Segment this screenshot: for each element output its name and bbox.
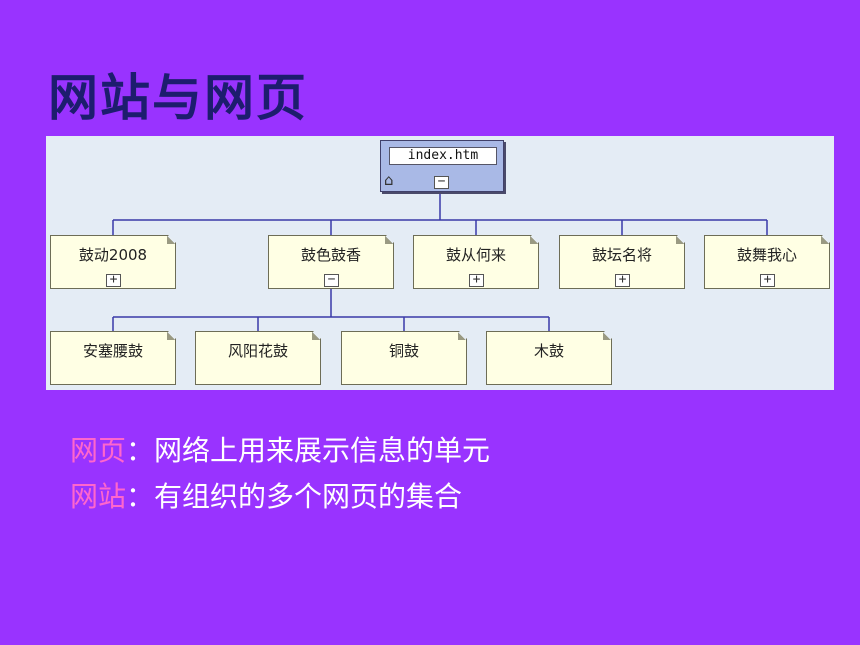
page-label: 铜鼓 xyxy=(388,342,419,360)
page-fold xyxy=(676,236,684,244)
separator: ： xyxy=(126,434,155,467)
term: 网站 xyxy=(70,480,127,513)
page-label: 鼓舞我心 xyxy=(736,246,797,264)
page-fold xyxy=(821,236,829,244)
expand-toggle[interactable]: + xyxy=(760,274,775,287)
home-icon: ⌂ xyxy=(384,171,394,189)
separator: ： xyxy=(126,480,155,513)
page-node[interactable]: 鼓坛名将 + xyxy=(559,235,685,289)
site-structure-diagram: index.htm ⌂ − 鼓动2008 + 鼓色鼓香 − 鼓从何来 + 鼓坛名… xyxy=(46,136,834,390)
page-label: 鼓动2008 xyxy=(78,246,148,264)
page-fold xyxy=(385,236,393,244)
definition-text: 网络上用来展示信息的单元 xyxy=(154,434,491,467)
page-node[interactable]: 鼓动2008 + xyxy=(50,235,176,289)
page-label: 鼓色鼓香 xyxy=(300,246,361,264)
definitions: 网页：网络上用来展示信息的单元 网站：有组织的多个网页的集合 xyxy=(70,428,490,520)
collapse-toggle[interactable]: − xyxy=(324,274,339,287)
definition-text: 有组织的多个网页的集合 xyxy=(154,480,463,513)
page-node[interactable]: 安塞腰鼓 xyxy=(50,331,176,385)
root-filename: index.htm xyxy=(389,147,497,165)
page-label: 风阳花鼓 xyxy=(227,342,288,360)
page-label: 鼓坛名将 xyxy=(591,246,652,264)
page-fold xyxy=(167,236,175,244)
collapse-toggle[interactable]: − xyxy=(434,175,449,189)
page-fold xyxy=(312,332,320,340)
page-fold xyxy=(530,236,538,244)
page-node[interactable]: 鼓色鼓香 − xyxy=(268,235,394,289)
term: 网页 xyxy=(70,434,127,467)
page-node[interactable]: 鼓从何来 + xyxy=(413,235,539,289)
page-node[interactable]: 铜鼓 xyxy=(341,331,467,385)
page-node[interactable]: 风阳花鼓 xyxy=(195,331,321,385)
definition-webpage: 网页：网络上用来展示信息的单元 xyxy=(70,428,490,474)
page-label: 木鼓 xyxy=(533,342,564,360)
page-node[interactable]: 木鼓 xyxy=(486,331,612,385)
root-page-node[interactable]: index.htm ⌂ − xyxy=(380,140,504,192)
page-fold xyxy=(603,332,611,340)
definition-website: 网站：有组织的多个网页的集合 xyxy=(70,474,490,520)
connector-lines xyxy=(112,193,768,331)
page-label: 安塞腰鼓 xyxy=(82,342,143,360)
page-label: 鼓从何来 xyxy=(445,246,506,264)
page-fold xyxy=(167,332,175,340)
expand-toggle[interactable]: + xyxy=(615,274,630,287)
expand-toggle[interactable]: + xyxy=(469,274,484,287)
page-node[interactable]: 鼓舞我心 + xyxy=(704,235,830,289)
expand-toggle[interactable]: + xyxy=(106,274,121,287)
page-fold xyxy=(458,332,466,340)
slide-title: 网站与网页 xyxy=(48,69,308,127)
